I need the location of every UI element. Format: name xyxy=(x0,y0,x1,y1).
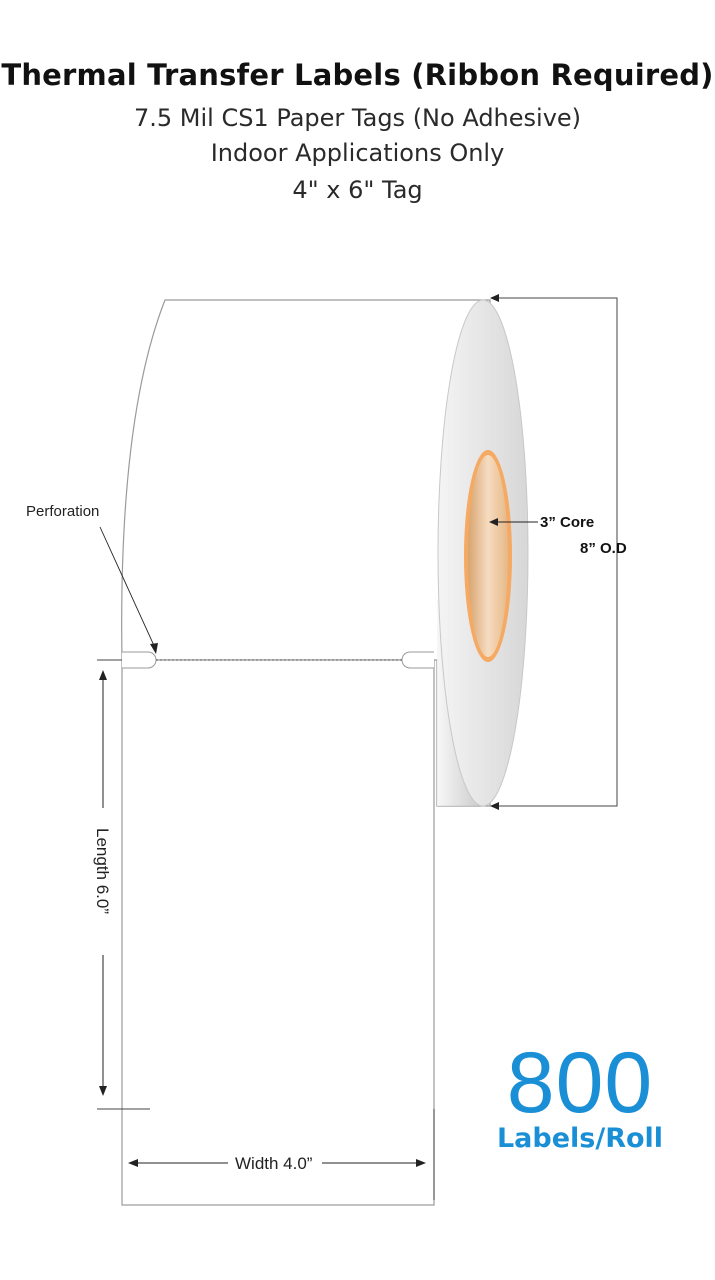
width-label: Width 4.0” xyxy=(235,1154,313,1173)
core-inner xyxy=(468,455,508,657)
od-arrow-bottom xyxy=(490,802,499,810)
length-arrow-bottom xyxy=(99,1086,107,1096)
core-label: 3” Core xyxy=(540,514,594,531)
length-label: Length 6.0” xyxy=(93,828,112,914)
perforation-leader xyxy=(99,526,157,651)
tag-size: 4" x 6" Tag xyxy=(292,176,423,204)
core-arrowhead xyxy=(489,518,498,526)
perforation-notch-right xyxy=(401,651,434,669)
perforation-notch-left xyxy=(122,651,157,669)
perforation-label: Perforation xyxy=(26,503,99,520)
perforation-arrowhead xyxy=(150,643,158,654)
length-arrow-top xyxy=(99,670,107,680)
od-dimension-line xyxy=(497,297,618,807)
od-arrow-top xyxy=(490,294,499,302)
usage-note: Indoor Applications Only xyxy=(210,139,505,167)
labels-per-roll-count: 800 xyxy=(506,1035,654,1131)
od-label: 8” O.D xyxy=(580,540,627,557)
label-sheet xyxy=(121,659,435,1206)
material-spec: 7.5 Mil CS1 Paper Tags (No Adhesive) xyxy=(133,104,582,132)
width-arrow-right xyxy=(416,1159,426,1167)
product-title: Thermal Transfer Labels (Ribbon Required… xyxy=(1,58,714,92)
labels-per-roll-unit: Labels/Roll xyxy=(496,1123,664,1154)
width-arrow-left xyxy=(128,1159,138,1167)
